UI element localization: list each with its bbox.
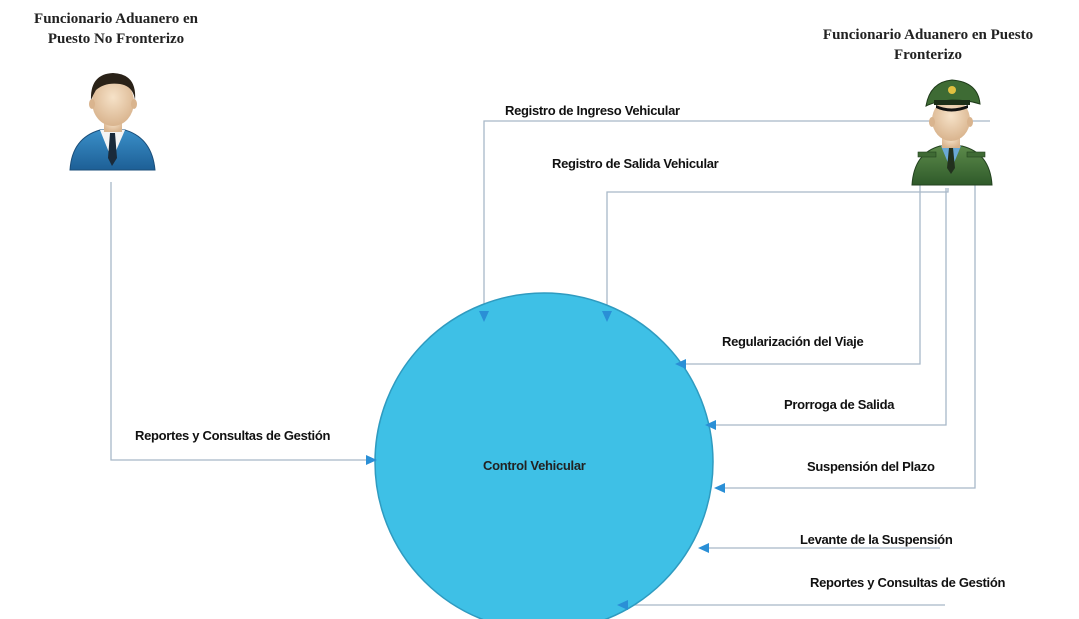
flow-label-levante: Levante de la Suspensión xyxy=(800,532,953,547)
flow-label-reportes-right: Reportes y Consultas de Gestión xyxy=(810,575,1006,590)
actor-left-title-line1: Funcionario Aduanero en xyxy=(34,11,198,27)
officer-icon xyxy=(911,79,993,186)
actor-right-title-line1: Funcionario Aduanero en Puesto xyxy=(822,27,1034,43)
flow-label-prorroga: Prorroga de Salida xyxy=(784,397,895,412)
actor-right-title-line2: Fronterizo xyxy=(893,47,963,63)
actor-left-title: Funcionario Aduanero en Puesto No Fronte… xyxy=(0,9,232,49)
connector-lines xyxy=(110,120,990,606)
arrow-registro-salida xyxy=(602,311,612,322)
flow-label-suspension: Suspensión del Plazo xyxy=(807,459,935,474)
actor-left-title-line2: Puesto No Fronterizo xyxy=(47,31,185,47)
line-reportes-left xyxy=(110,182,372,461)
actor-right-title: Funcionario Aduanero en Puesto Fronteriz… xyxy=(778,25,1078,65)
arrow-levante xyxy=(698,543,709,553)
arrow-reportes-right xyxy=(617,600,628,610)
arrow-prorroga xyxy=(705,420,716,430)
arrow-registro-ingreso xyxy=(479,311,489,322)
flow-label-registro-ingreso: Registro de Ingreso Vehicular xyxy=(505,103,680,118)
process-label: Control Vehicular xyxy=(483,458,586,473)
line-registro-salida xyxy=(606,188,949,312)
line-suspension xyxy=(722,160,976,489)
arrow-reportes-left xyxy=(366,455,377,465)
flow-label-regularizacion: Regularización del Viaje xyxy=(722,334,864,349)
process-circle[interactable] xyxy=(374,292,714,619)
line-regularizacion xyxy=(683,175,921,365)
line-prorroga xyxy=(713,188,947,426)
arrowheads xyxy=(366,311,725,610)
line-registro-ingreso xyxy=(483,120,990,312)
arrow-regularizacion xyxy=(675,359,686,369)
flow-label-reportes-left: Reportes y Consultas de Gestión xyxy=(135,428,331,443)
arrow-suspension xyxy=(714,483,725,493)
businessman-icon xyxy=(69,73,156,171)
flow-label-registro-salida: Registro de Salida Vehicular xyxy=(552,156,719,171)
